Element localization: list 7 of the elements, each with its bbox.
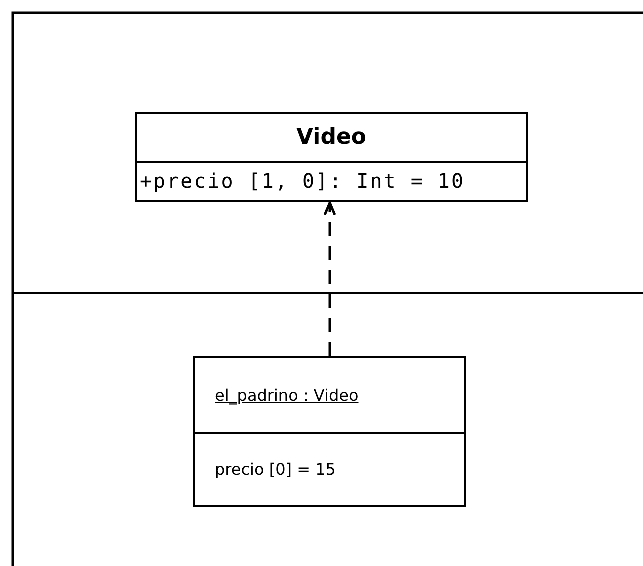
attribute-text: precio [0] = 15 [215, 460, 336, 479]
attribute-text: +precio [1, 0]: Int = 10 [140, 169, 465, 194]
object-name: el_padrino : Video [215, 386, 359, 404]
dependency-arrow [324, 202, 336, 356]
class-name: Video [296, 124, 366, 150]
object-box [193, 356, 466, 507]
class-box [135, 112, 528, 202]
